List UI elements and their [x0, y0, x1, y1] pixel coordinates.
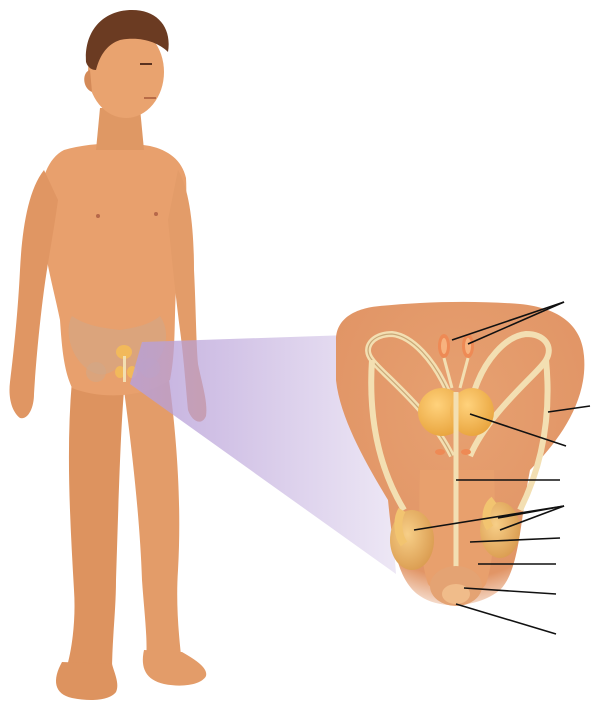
nipple-right — [154, 212, 158, 216]
leader-line-9 — [456, 604, 556, 634]
left-arm — [9, 170, 58, 418]
hip-socket-left — [86, 362, 106, 382]
inset-anatomy — [336, 302, 584, 606]
left-foot — [56, 662, 117, 700]
right-foot — [143, 650, 206, 686]
glans-tip — [442, 584, 470, 604]
right-leg — [124, 372, 182, 664]
nipple-left — [96, 214, 100, 218]
left-leg — [66, 380, 124, 672]
